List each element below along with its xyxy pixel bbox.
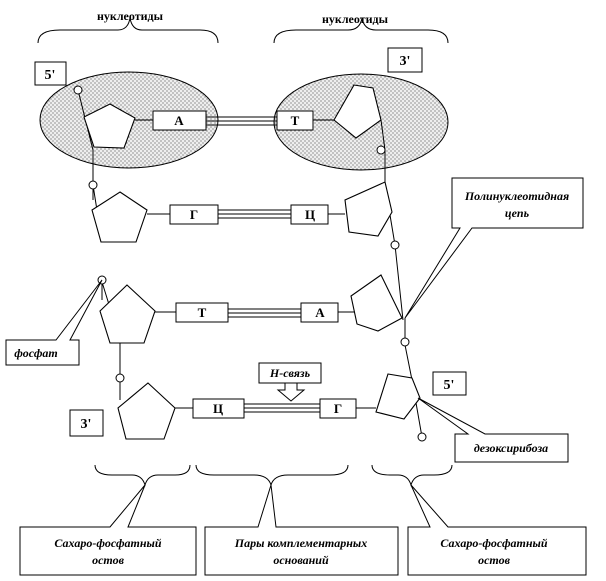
backbone-right-label: остов [478,553,511,567]
phosphate-dot [390,240,400,250]
brace-bottom-middle [195,464,349,487]
sugar-pentagon [375,373,421,420]
base-right-1: Т [291,113,300,128]
callout-backbone-right [407,484,587,576]
brace-bottom-right [371,464,453,487]
nucleotides-label-right: нуклеотиды [322,12,389,26]
h-bond-arrow-icon [276,382,306,402]
base-box [175,302,229,323]
end-3-bottom: 3' [81,417,92,432]
base-pair-bonds [135,116,376,413]
sugar-pentagon [333,84,382,139]
end-5-top: 5' [45,68,56,83]
base-box [276,110,314,131]
backbone-right-label: Сахаро-фосфатный [440,536,547,550]
polynucleotide-label: Полинуклеотидная [464,189,569,203]
phosphate-dot [376,145,386,155]
deoxyribose-label: дезоксирибоза [474,441,548,455]
base-box [290,204,329,225]
end-5-bottom: 5' [444,378,455,393]
sugar-pentagon [91,191,148,243]
sugar-pentagon [350,274,403,332]
phosphate-dot [88,180,98,190]
base-box [169,204,219,225]
end-label-box [432,371,467,396]
sugar-pentagon [117,382,176,440]
end-label-box [69,409,104,437]
phosphate-dot [417,432,427,442]
callout-backbone-left [19,484,197,576]
phosphate-dot [400,337,410,347]
base-right-2: Ц [305,207,315,222]
callout-polynucleotide [404,177,584,319]
base-box [319,398,357,419]
brace-nucleotides-right [273,17,449,44]
end-3-top: 3' [400,54,411,69]
brace-bottom-left [94,464,191,487]
pairs-label: оснований [273,553,329,567]
polynucleotide-label: цепь [505,206,530,220]
callout-deoxyribose [417,397,569,463]
base-box [300,302,339,323]
callout-pairs [204,484,399,576]
base-left-2: Г [190,207,198,222]
base-left-1: А [174,113,184,128]
base-left-4: Ц [213,401,223,416]
end-label-box [387,47,423,73]
sugar-pentagon [83,103,136,149]
backbone-left-label: Сахаро-фосфатный [54,536,161,550]
pairs-label: Пары комплементарных [234,536,367,550]
callout-phosphate [5,279,103,366]
base-right-3: А [315,305,325,320]
brace-nucleotides-left [37,17,219,44]
phosphate-dot [115,373,125,383]
backbone-left-label: остов [92,553,125,567]
phosphate-dot [73,85,83,95]
base-right-4: Г [334,401,342,416]
h-bond-label: Н-связь [269,366,311,380]
end-label-box [34,61,67,86]
sugar-pentagon [99,284,156,344]
phosphate-label: фосфат [14,346,58,360]
base-box [192,398,245,419]
base-box [152,110,207,131]
base-left-3: Т [198,305,207,320]
nucleotides-label-left: нуклеотиды [97,9,164,23]
sugar-pentagon [344,181,393,237]
